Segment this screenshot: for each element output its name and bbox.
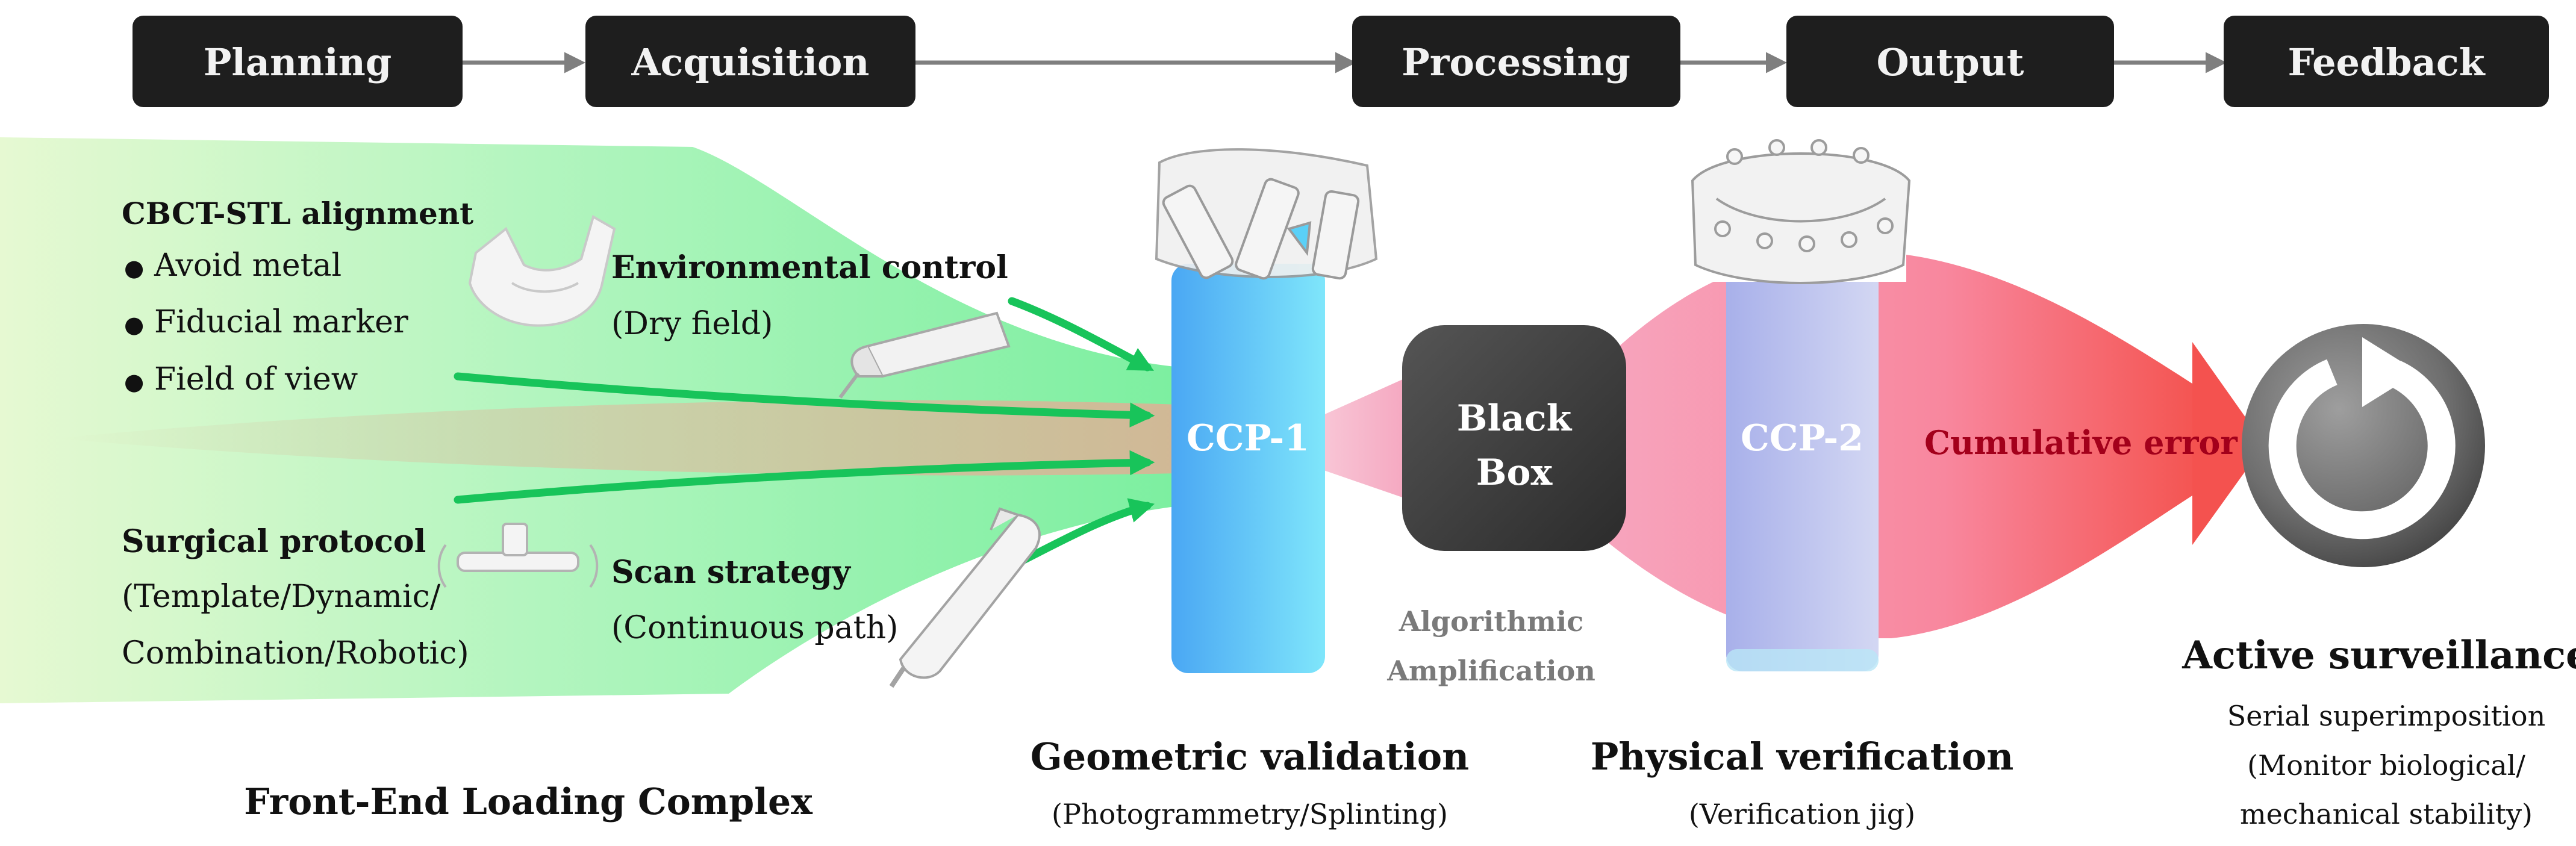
svg-text:Feedback: Feedback bbox=[2288, 40, 2486, 84]
amplification-note: Amplification bbox=[1386, 655, 1595, 687]
cbct-item: Avoid metal bbox=[154, 247, 341, 284]
ccp1-caption-title: Geometric validation bbox=[1031, 735, 1469, 779]
stage-processing: Processing bbox=[1352, 16, 1680, 107]
black-box-line: Black bbox=[1457, 397, 1573, 440]
surgical-guide-icon bbox=[437, 523, 599, 588]
stage-output: Output bbox=[1786, 16, 2114, 107]
black-box: Black Box bbox=[1402, 325, 1626, 551]
bullet: ● bbox=[124, 311, 144, 338]
cbct-block: CBCT-STL alignment ● Avoid metal ● Fiduc… bbox=[122, 196, 473, 397]
refresh-cycle-icon bbox=[2242, 324, 2485, 567]
ccp2-bar: CCP-2 bbox=[1726, 264, 1879, 671]
surgical-line: (Template/Dynamic/ bbox=[122, 579, 441, 615]
surveillance-line: (Monitor biological/ bbox=[2247, 749, 2525, 782]
svg-text:Acquisition: Acquisition bbox=[631, 40, 870, 84]
dental-handpiece-icon bbox=[838, 311, 1011, 399]
amplification-note: Algorithmic bbox=[1399, 605, 1584, 638]
cbct-title: CBCT-STL alignment bbox=[122, 196, 473, 231]
svg-text:Planning: Planning bbox=[204, 40, 391, 84]
bullet: ● bbox=[124, 255, 144, 281]
green-arrow bbox=[454, 450, 1155, 504]
ccp2-caption-title: Physical verification bbox=[1591, 735, 2014, 779]
cumulative-error-label: Cumulative error bbox=[1924, 423, 2238, 462]
ccp1-label: CCP-1 bbox=[1187, 417, 1309, 459]
env-sub: (Dry field) bbox=[611, 306, 773, 342]
env-title: Environmental control bbox=[611, 249, 1008, 286]
ccp2-caption-sub: (Verification jig) bbox=[1689, 798, 1915, 830]
verification-jig-icon bbox=[1686, 139, 1911, 284]
stage-feedback: Feedback bbox=[2224, 16, 2549, 107]
surveillance-line: mechanical stability) bbox=[2240, 798, 2533, 830]
cbct-item: Field of view bbox=[154, 361, 358, 397]
svg-text:Processing: Processing bbox=[1402, 40, 1630, 84]
surveillance-line: Serial superimposition bbox=[2227, 700, 2545, 732]
stage-planning: Planning bbox=[133, 16, 463, 107]
ccp1-caption-sub: (Photogrammetry/Splinting) bbox=[1052, 798, 1448, 830]
stage-acquisition: Acquisition bbox=[585, 16, 915, 107]
mandible-icon bbox=[468, 214, 616, 327]
svg-text:Output: Output bbox=[1877, 40, 2024, 84]
black-box-line: Box bbox=[1476, 452, 1553, 494]
cumulative-error-blob bbox=[1554, 253, 2204, 638]
bullet: ● bbox=[124, 369, 144, 395]
pink-cone bbox=[1322, 376, 1409, 500]
scan-sub: (Continuous path) bbox=[611, 610, 898, 646]
ccp1-bar: CCP-1 bbox=[1171, 264, 1325, 673]
error-arrowhead bbox=[2192, 342, 2265, 545]
surveillance-title: Active surveillance bbox=[2181, 633, 2576, 678]
surgical-line: Combination/Robotic) bbox=[122, 635, 469, 671]
scan-body-splint-icon bbox=[1155, 148, 1378, 280]
convergence-beam bbox=[54, 400, 1180, 476]
surgical-title: Surgical protocol bbox=[122, 523, 426, 560]
green-arrow bbox=[1008, 297, 1155, 372]
scan-title: Scan strategy bbox=[611, 554, 852, 591]
intraoral-scanner-icon bbox=[889, 507, 1041, 688]
front-end-caption: Front-End Loading Complex bbox=[244, 781, 813, 823]
cbct-item: Fiducial marker bbox=[154, 304, 408, 340]
stage-pipeline: Planning Acquisition Processing Output F… bbox=[133, 16, 2549, 107]
ccp2-label: CCP-2 bbox=[1741, 417, 1863, 459]
green-arrow bbox=[454, 372, 1155, 428]
